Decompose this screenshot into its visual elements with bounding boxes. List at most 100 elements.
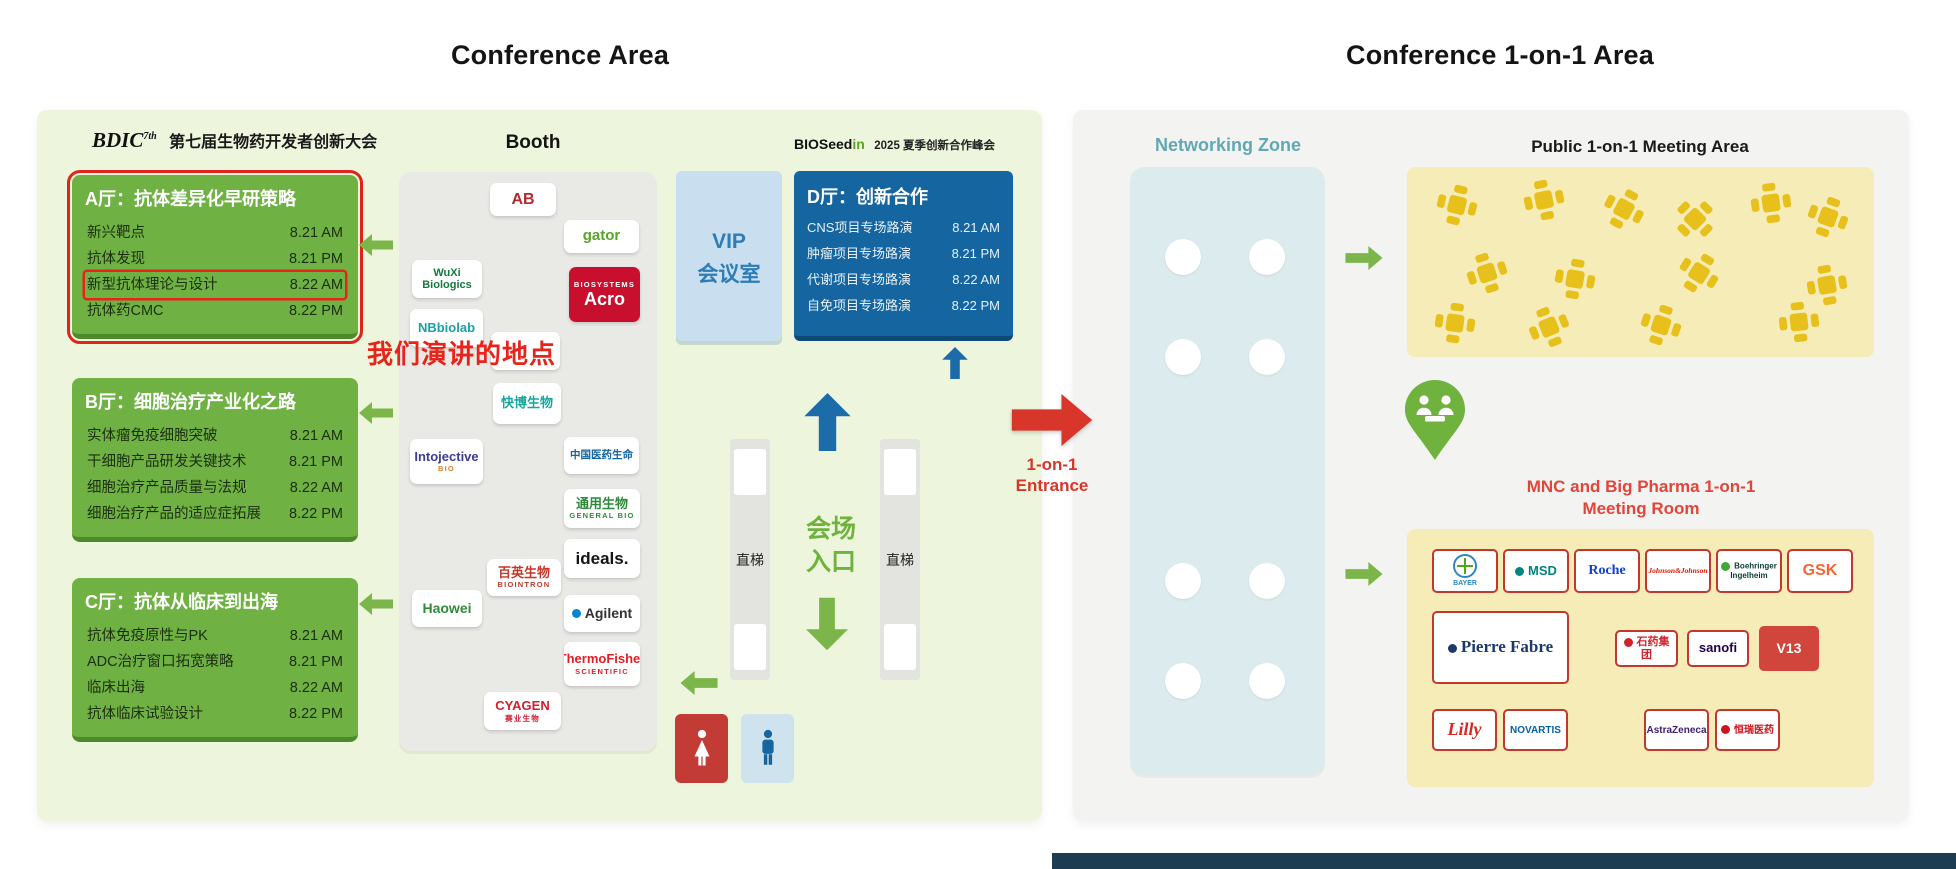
networking-seat-circle	[1249, 239, 1285, 275]
female-icon	[694, 729, 709, 765]
blue-up-arrow-hall-d	[942, 347, 968, 379]
meeting-table-icon	[1802, 260, 1853, 311]
logo-text: Intojective	[414, 448, 479, 464]
networking-seat-circle	[1165, 239, 1201, 275]
pharma-logo-text: 恒瑞医药	[1721, 725, 1774, 736]
hall-c-title: C厅：抗体从临床到出海	[85, 592, 278, 612]
session-name: 细胞治疗产品的适应症拓展	[87, 506, 261, 522]
bottom-bar	[1052, 853, 1956, 869]
booth-logo-ab: AB	[490, 183, 556, 216]
session-name: 肿瘤项目专场路演	[807, 246, 912, 261]
logo-text: 百英生物	[497, 564, 550, 580]
bdic-header: BDIC7th 第七届生物药开发者创新大会	[92, 128, 377, 153]
elevator-left: 直梯	[730, 439, 770, 680]
elevator-cell	[884, 624, 916, 670]
hall-a-title: A厅：抗体差异化早研策略	[85, 189, 296, 209]
elevator-right: 直梯	[880, 439, 920, 680]
session-row: 细胞治疗产品质量与法规 8.22 AM	[85, 475, 345, 501]
bdic-logo-text: BDIC	[92, 128, 144, 152]
logo-text: Agilent	[571, 605, 632, 622]
table-icon-graphic	[1679, 253, 1719, 293]
pharma-logo-v13: V13	[1759, 626, 1819, 671]
logo-text: 通用生物	[575, 495, 628, 511]
meeting-table-icon	[1518, 174, 1570, 226]
networking-zone	[1130, 167, 1325, 775]
session-time: 8.21 AM	[289, 225, 343, 241]
logo-text: CYAGEN	[495, 698, 550, 714]
restroom-female	[675, 714, 728, 783]
meeting-table-icon	[1459, 245, 1514, 300]
logo-text: ThermoFisher	[564, 651, 640, 667]
pharma-logo-text: Boehringer	[1721, 561, 1777, 571]
session-time: 8.21 PM	[289, 251, 343, 267]
logo-dot-icon	[1623, 638, 1633, 647]
bdic-conference-title: 第七届生物药开发者创新大会	[169, 134, 378, 151]
male-icon	[761, 729, 774, 765]
mnc-label-line2: Meeting Room	[1582, 499, 1700, 519]
session-time: 8.21 AM	[289, 628, 343, 644]
pharma-logo-novartis: NOVARTIS	[1503, 709, 1568, 751]
table-icon-graphic	[1640, 304, 1682, 346]
logo-dot-icon	[1721, 561, 1731, 571]
booth-logo-wuxi-biologics: WuXi Biologics	[412, 260, 482, 298]
pharma-logo-bayer: BAYER	[1432, 549, 1498, 593]
pharma-logo-text: V13	[1776, 639, 1802, 656]
meeting-table-icon	[1746, 178, 1796, 228]
bioseedin-logo: BIOSeedin	[794, 136, 865, 153]
pharma-logo-text: AstraZeneca	[1646, 724, 1707, 736]
elevator-cell	[734, 624, 766, 670]
table-icon-graphic	[1523, 179, 1565, 221]
booth-label: Booth	[505, 132, 561, 153]
pharma-logo-text: GSK	[1802, 562, 1838, 580]
logo-dot-icon	[1515, 566, 1525, 576]
mnc-label-line1: MNC and Big Pharma 1-on-1	[1526, 477, 1756, 496]
table-icon-graphic	[1604, 189, 1644, 229]
session-name: 实体瘤免疫细胞突破	[87, 428, 218, 444]
pharma-logo-lilly: Lilly	[1432, 709, 1497, 751]
logo-text: NBbiolab	[417, 319, 476, 335]
logo-subtext: SCIENTIFIC	[575, 666, 629, 676]
session-name: 细胞治疗产品质量与法规	[87, 480, 247, 496]
pharma-logo-subtext: Ingelheim	[1730, 570, 1768, 580]
logo-text: Haowei	[422, 599, 472, 616]
pharma-logo-johnson-johnson: Johnson&Johnson	[1645, 549, 1711, 593]
vip-label-line1: VIP	[712, 230, 746, 253]
session-time: 8.22 AM	[952, 272, 1000, 287]
booth-logo-gator: gator	[564, 220, 639, 253]
session-time: 8.21 PM	[289, 654, 343, 670]
session-name: 自免项目专场路演	[807, 298, 912, 313]
table-icon-graphic	[1807, 196, 1849, 238]
logo-subtext: BIOSYSTEMS	[573, 279, 636, 289]
one-on-one-area-title: Conference 1-on-1 Area	[1346, 40, 1654, 70]
elevator-label: 直梯	[886, 551, 914, 568]
session-time: 8.22 AM	[289, 480, 343, 496]
bayer-cross-icon	[1453, 554, 1477, 579]
session-time: 8.21 PM	[289, 454, 343, 470]
green-left-arrow-restrooms	[680, 671, 718, 695]
table-icon-graphic	[1434, 302, 1476, 344]
networking-seat-circle	[1249, 339, 1285, 375]
logo-dot-icon	[571, 609, 581, 619]
networking-seat-circle	[1165, 563, 1201, 599]
session-name: 代谢项目专场路演	[807, 272, 912, 287]
session-name: 新兴靶点	[87, 225, 145, 241]
pharma-logo-text: BAYER	[1453, 580, 1477, 588]
session-time: 8.21 AM	[952, 220, 1000, 235]
conference-area-title: Conference Area	[450, 40, 670, 70]
bioseedin-summit-title: 2025 夏季创新合作峰会	[874, 140, 996, 152]
booth-logo-tile-6	[491, 332, 560, 370]
session-time: 8.22 PM	[289, 706, 343, 722]
elevator-cell	[734, 449, 766, 495]
session-name: 新型抗体理论与设计	[87, 277, 218, 293]
